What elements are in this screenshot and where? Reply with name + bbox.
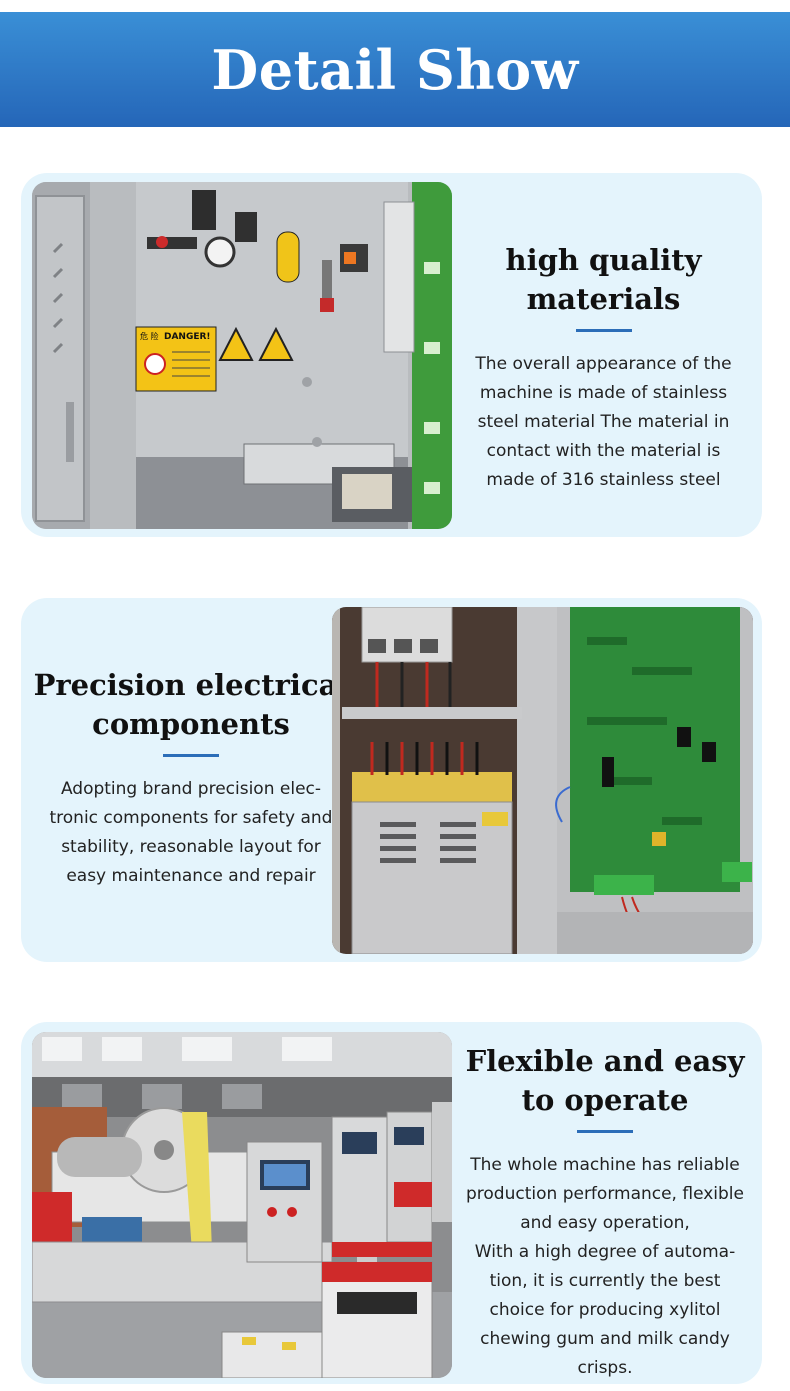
feature-card-materials: DANGER! 危 险 high quality materials The o… [21, 173, 762, 537]
body-line: made of 316 stainless steel [486, 470, 721, 490]
body-line: With a high degree of automa- [474, 1242, 736, 1262]
danger-label-text: DANGER! [164, 332, 211, 342]
body-line: The overall appearance of the [475, 354, 732, 374]
heading-line-1: Flexible and easy [465, 1044, 745, 1078]
body-line: chewing gum and milk candy [480, 1329, 730, 1349]
body-line: stability, reasonable layout for [61, 837, 321, 857]
heading-line-2: components [92, 707, 290, 741]
packing-machines-photo [32, 1032, 452, 1378]
feature-heading-materials: high quality materials [506, 241, 702, 319]
body-line: and easy operation, [520, 1213, 690, 1233]
heading-line-2: to operate [521, 1083, 689, 1117]
feature-card-operation: Flexible and easy to operate The whole m… [21, 1022, 762, 1384]
body-line: tion, it is currently the best [489, 1271, 721, 1291]
body-line: production performance, flexible [466, 1184, 744, 1204]
body-line: tronic components for safety and [49, 808, 333, 828]
feature-heading-operation: Flexible and easy to operate [466, 1042, 745, 1120]
feature-description-electrical: Adopting brand precision elec- tronic co… [50, 775, 333, 891]
heading-line-1: Precision electrical [33, 668, 349, 702]
feature-heading-electrical: Precision electrical components [34, 666, 349, 744]
feature-description-materials: The overall appearance of the machine is… [475, 350, 731, 495]
page-title: Detail Show [211, 37, 579, 102]
body-line: Adopting brand precision elec- [60, 779, 322, 799]
heading-underline [163, 754, 219, 757]
feature-text-operation: Flexible and easy to operate The whole m… [455, 1042, 755, 1383]
body-line: choice for producing xylitol [489, 1300, 721, 1320]
body-line: machine is made of stainless [479, 383, 728, 403]
electrical-cabinet-photo [332, 607, 753, 954]
body-line: contact with the material is [486, 441, 721, 461]
body-line: crisps. [577, 1358, 633, 1378]
machine-panel-photo: DANGER! 危 险 [32, 182, 452, 529]
body-line: easy maintenance and repair [66, 866, 316, 886]
feature-text-materials: high quality materials The overall appea… [461, 241, 746, 495]
heading-underline [577, 1130, 633, 1133]
feature-card-electrical: Precision electrical components Adopting… [21, 598, 762, 962]
heading-underline [575, 329, 632, 332]
body-line: steel material The material in [477, 412, 730, 432]
feature-description-operation: The whole machine has reliable productio… [466, 1151, 744, 1383]
header-banner: Detail Show [0, 12, 790, 127]
body-line: The whole machine has reliable [470, 1155, 740, 1175]
heading-line-2: materials [526, 282, 681, 316]
heading-line-1: high quality [505, 243, 702, 277]
danger-label-cn-text: 危 险 [140, 331, 159, 341]
feature-text-electrical: Precision electrical components Adopting… [31, 666, 351, 891]
